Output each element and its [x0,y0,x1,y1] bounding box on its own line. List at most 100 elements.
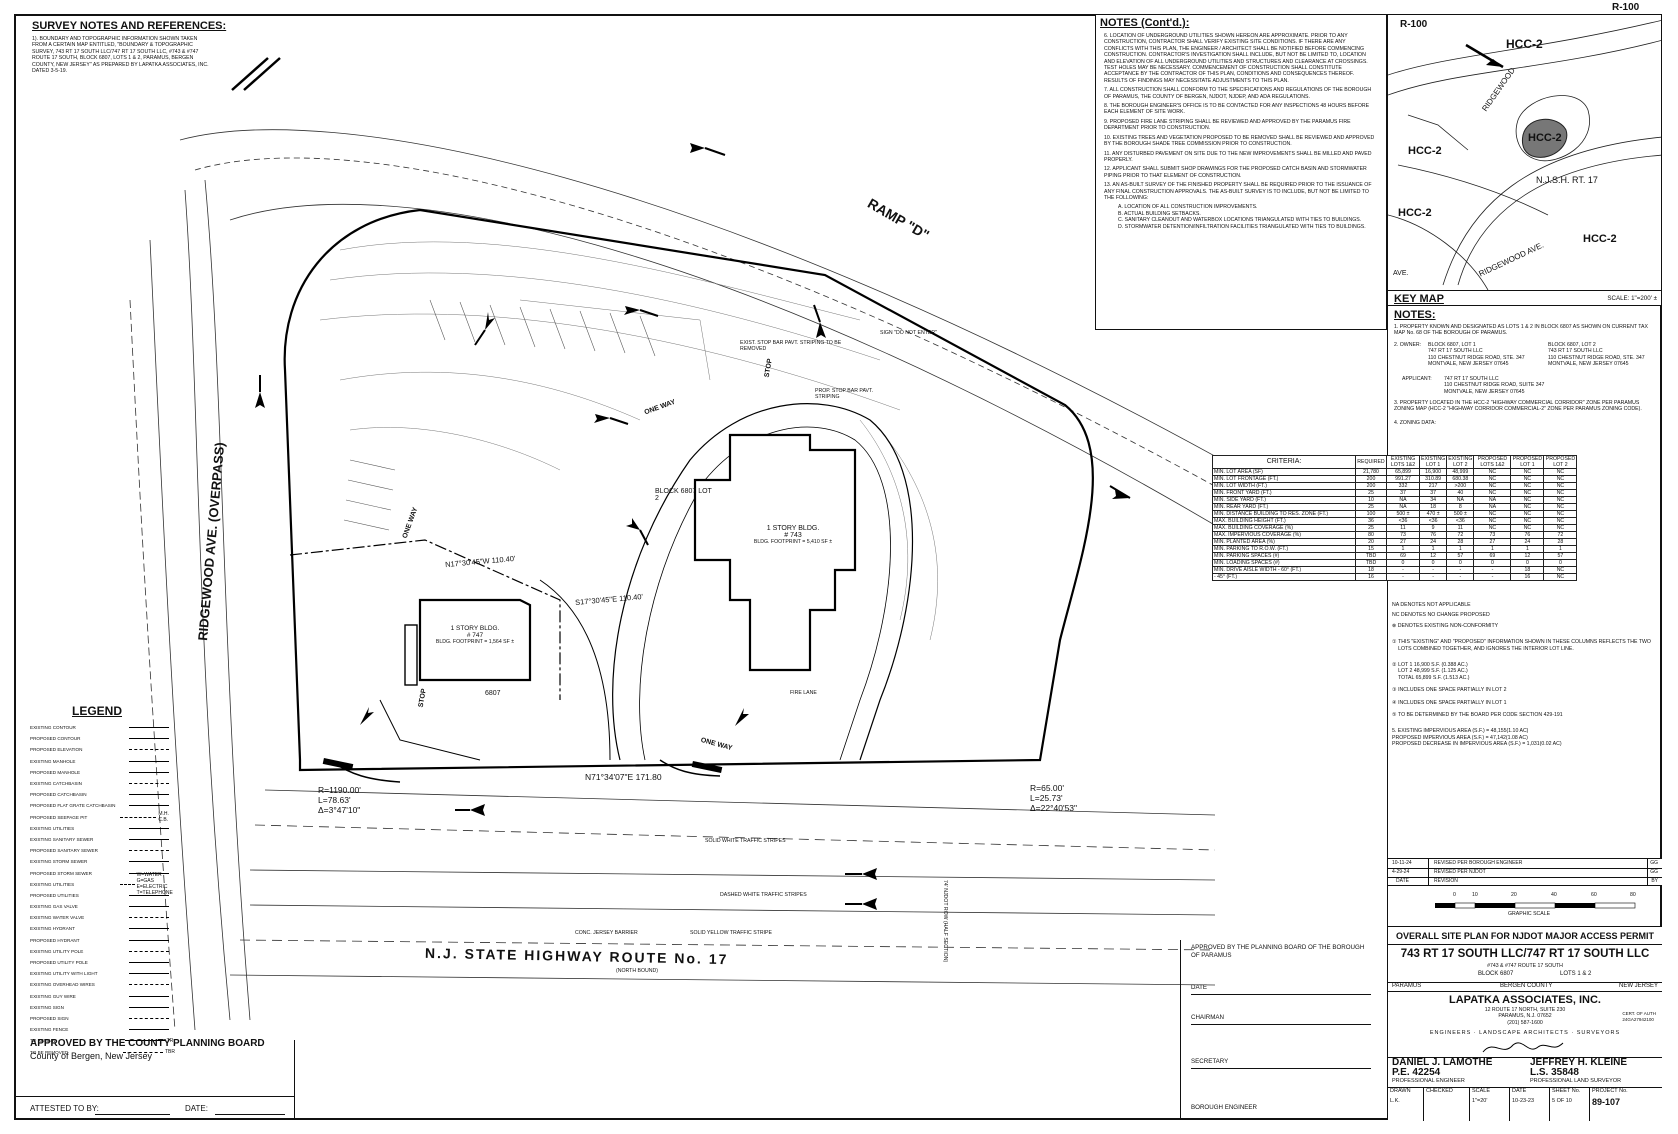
zoning-cell: NC [1510,503,1545,511]
legend-item: EXISTING HYDRANT [30,923,190,934]
zoning-cell: NC [1510,468,1545,476]
legend-item: PROPOSED CONTOUR [30,733,190,744]
legend-item-label: EXISTING OVERHEAD WIRES [30,982,95,988]
legend-item: EXISTING WATER VALVE [30,912,190,923]
scale-tick-40: 40 [1551,892,1557,898]
legend-line-icon [129,928,169,930]
legend-line-icon [129,906,169,908]
legend-item-symbol [120,902,178,911]
zoning-cell: 37 [1418,489,1448,497]
jersey-barrier: CONC. JERSEY BARRIER [575,930,638,936]
legend-symbol-text: TR [166,1037,174,1044]
zoning-cell: 16 [1355,573,1387,581]
curve-1-delta: Δ=3°47'10" [318,805,361,815]
legend-item-label: EXISTING MANHOLE [30,758,76,764]
firm-address-line2: PARAMUS, N.J. 07652 [1498,1013,1552,1020]
legend-item-symbol [120,936,178,945]
legend-line-icon [129,939,169,941]
zoning-cell: - [1473,573,1512,581]
survey-notes-heading: SURVEY NOTES AND REFERENCES: [32,20,227,32]
zoning-cell: 1 [1473,545,1512,553]
note-5-decrease: PROPOSED DECREASE IN IMPERVIOUS AREA (S.… [1392,741,1562,748]
legend-item: EXISTING GAS VALVE [30,901,190,912]
legend-item-symbol [120,980,178,989]
legend-item-label: PROPOSED CATCHBASIN [30,792,87,798]
legend-line-icon [129,749,169,751]
zoning-header-existing-both: EXISTING LOTS 1&2 [1386,455,1420,469]
meta-project-value: 89-107 [1592,1097,1621,1107]
key-map-drawing [1388,20,1661,290]
zoning-criteria: MAX. BUILDING COVERAGE (%) [1212,524,1356,532]
meta-checked: CHECKED [1424,1087,1470,1121]
engineer-name: DANIEL J. LAMOTHE [1392,1057,1493,1068]
zoning-cell: 9 [1418,524,1448,532]
county-approval-divider [16,1096,294,1097]
legend-item-label: PROPOSED UTILITIES [30,892,79,898]
zoning-cell: 72 [1543,531,1578,539]
zoning-cell: 24 [1510,538,1545,546]
zoning-cell: NA [1473,503,1512,511]
key-map-r100: R-100 [1400,19,1428,30]
zoning-cell: NC [1510,517,1545,525]
graphic-scale: 0 10 20 40 60 80 GRAPHIC SCALE [1387,886,1663,926]
legend-item-label: PROPOSED STORM SEWER [30,870,92,876]
legend-item: PROPOSED HYDRANT [30,935,190,946]
graphic-scale-label: GRAPHIC SCALE [1508,911,1551,917]
zoning-cell: NC [1543,517,1578,525]
zoning-cell: 18 [1418,503,1448,511]
revision-table: 10-11-24 REVISED PER BOROUGH ENGINEER GG… [1387,858,1662,886]
building-743-label: 1 STORY BLDG. [766,525,820,532]
zoning-cell: NC [1510,510,1545,518]
legend-line-icon [129,861,169,863]
note-13c: C. SANITARY CLEANOUT AND WATERBOX LOCATI… [1118,217,1362,224]
engineer-title: PROFESSIONAL ENGINEER [1392,1078,1465,1084]
footnote-1-text: THIS "EXISTING" AND "PROPOSED" INFORMATI… [1398,639,1651,652]
legend-item-label: TO BE REMOVED [30,1049,69,1055]
owner-lot1-line1: BLOCK 6807, LOT 1 [1428,342,1476,348]
zoning-cell: 69 [1386,552,1420,560]
zoning-cell: 69 [1473,552,1512,560]
owner-lot2-line1: BLOCK 6807, LOT 2 [1548,342,1596,348]
legend-item-label: PROPOSED MANHOLE [30,769,81,775]
revision-1-text: REVISED PER BOROUGH ENGINEER [1434,860,1523,866]
note-3: 3. PROPERTY LOCATED IN THE HCC-2 "HIGHWA… [1394,400,1642,413]
legend-item: EXISTING SIGN [30,1002,190,1013]
legend-item-label: PROPOSED SANITARY SEWER [30,848,98,854]
meta-scale-label: SCALE [1472,1088,1491,1094]
abbreviations: NA DENOTES NOT APPLICABLE NC DENOTES NO … [1392,602,1658,748]
block-lot2-label: BLOCK 6807 LOT 2 [655,488,712,502]
zoning-cell: 16 [1510,573,1545,581]
attested-label: ATTESTED TO BY: [30,1104,99,1113]
key-map-ave: AVE. [1393,270,1409,277]
zoning-cell: NA [1446,496,1475,504]
legend-item-symbol [120,913,178,922]
owner-lot1: BLOCK 6807, LOT 1 747 RT 17 SOUTH LLC 11… [1428,342,1538,368]
curve-1: R=1190.00' L=78.63' Δ=3°47'10" [318,785,361,815]
zoning-cell: NC [1510,496,1545,504]
notes-contd-list: 6. LOCATION OF UNDERGROUND UTILITIES SHO… [1104,33,1376,230]
key-map-footer: KEY MAP SCALE: 1"=200' ± [1388,290,1661,305]
applicant-label: APPLICANT: [1402,376,1432,382]
footnote-2-total: TOTAL 65,899 S.F. (1.513 AC.) [1398,674,1470,681]
legend-item-symbol [120,969,178,978]
note-13d: D. STORMWATER DETENTION/INFILTRATION FAC… [1118,223,1366,230]
legend-item: EXISTING STORM SEWER [30,856,190,867]
legend-item-symbol [120,745,178,754]
meta-checked-label: CHECKED [1426,1088,1453,1094]
zoning-table: CRITERIA: REQUIRED EXISTING LOTS 1&2 EXI… [1212,455,1578,581]
applicant-line2: 110 CHESTNUT RIDGE ROAD, SUITE 347 [1444,382,1545,389]
legend-item-label: EXISTING WATER VALVE [30,915,85,921]
zoning-cell: NC [1473,524,1512,532]
note-10: 10. EXISTING TREES AND VEGETATION PROPOS… [1104,134,1375,148]
zoning-cell: 48,999 [1446,468,1475,476]
building-747-address: # 747 [466,632,484,639]
zoning-cell: 0 [1418,559,1448,567]
project-lots: LOTS 1 & 2 [1560,971,1592,977]
